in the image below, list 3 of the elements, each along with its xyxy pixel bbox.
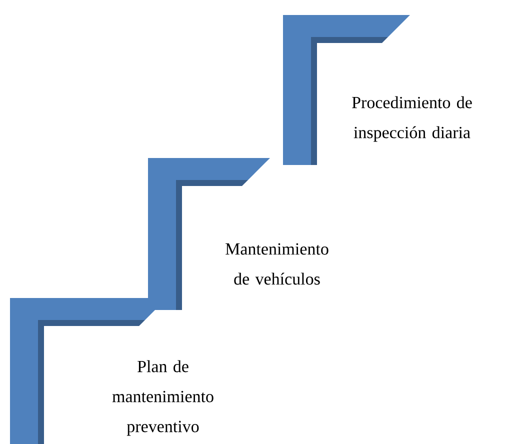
step-label: Mantenimiento de vehículos xyxy=(226,243,328,285)
step-label: Plan de mantenimiento preventivo xyxy=(112,360,214,436)
step-label: Procedimiento de inspección diaria xyxy=(352,96,472,142)
